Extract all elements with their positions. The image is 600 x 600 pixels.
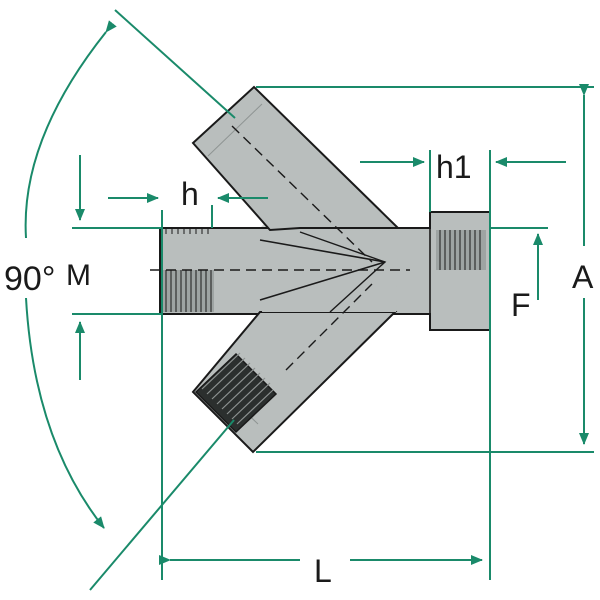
- label-A: A: [572, 259, 594, 295]
- label-M: M: [66, 259, 91, 292]
- left-thread: [162, 228, 214, 312]
- label-L: L: [314, 553, 332, 589]
- upper-angle-guide: [114, 9, 236, 119]
- label-angle: 90°: [4, 260, 55, 298]
- right-thread: [436, 230, 486, 270]
- lower-male-thread: [194, 352, 278, 434]
- dimension-labels: 90° M h h1 F A L: [4, 149, 594, 589]
- dimension-lines: [24, 9, 594, 591]
- label-h1: h1: [436, 149, 472, 185]
- angle-arc-upper: [24, 20, 117, 239]
- center-lines: [150, 125, 410, 371]
- label-F: F: [511, 287, 531, 323]
- upper-branch: [191, 85, 401, 232]
- angle-arc-lower: [25, 297, 105, 529]
- label-h: h: [181, 176, 199, 212]
- y-fitting-body: [150, 85, 491, 454]
